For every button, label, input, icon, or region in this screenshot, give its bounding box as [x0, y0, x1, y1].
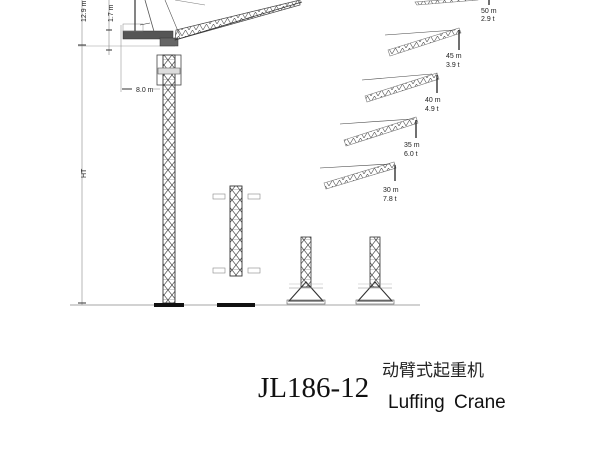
dimension-counter-jib: 8.0 m — [120, 25, 160, 94]
main-jib — [164, 0, 303, 41]
main-tower-base — [154, 303, 184, 307]
jib-50m-load: 2.9 t — [481, 16, 495, 23]
slewing-unit — [122, 0, 179, 47]
jib-position-35m: 35 m 6.0 t — [339, 116, 420, 158]
counter-jib-radius-label: 8.0 m — [136, 87, 154, 94]
jib-45m-load: 3.9 t — [446, 62, 460, 69]
jib-40m-load: 4.9 t — [425, 106, 439, 113]
dimension-total-height: 12.9 m HT — [78, 0, 88, 305]
jib-35m-radius: 35 m — [404, 142, 420, 149]
mast-section-base — [217, 303, 255, 307]
jib-30m-radius: 30 m — [383, 187, 399, 194]
crane-name-english: Luffing Crane — [388, 392, 506, 413]
jib-30m-load: 7.8 t — [383, 196, 397, 203]
jib-50m-radius: 50 m — [481, 8, 497, 15]
jib-position-40m: 40 m 4.9 t — [361, 72, 441, 113]
jib-40m-radius: 40 m — [425, 97, 441, 104]
cross-base-a — [286, 236, 326, 305]
jib-45m-radius: 45 m — [446, 53, 462, 60]
cross-base-b — [355, 236, 395, 305]
jib-position-30m: 30 m 7.8 t — [319, 161, 399, 203]
jib-35m-load: 6.0 t — [404, 151, 418, 158]
model-number: JL186-12 — [258, 372, 370, 404]
mast-section — [212, 185, 261, 307]
crane-name-chinese: 动臂式起重机 — [382, 361, 484, 381]
jib-position-45m: 45 m 3.9 t — [384, 27, 462, 69]
crane-drawing: 12.9 m HT 1.7 m 8.0 m — [70, 0, 497, 307]
main-tower — [154, 54, 184, 307]
total-top-height-label: 12.9 m — [81, 0, 88, 22]
dimension-apex-height: 1.7 m — [78, 0, 175, 55]
jib-position-50m: 50 m 2.9 t — [414, 0, 497, 23]
apex-height-label: 1.7 m — [108, 4, 115, 22]
tower-height-label: HT — [81, 168, 88, 178]
